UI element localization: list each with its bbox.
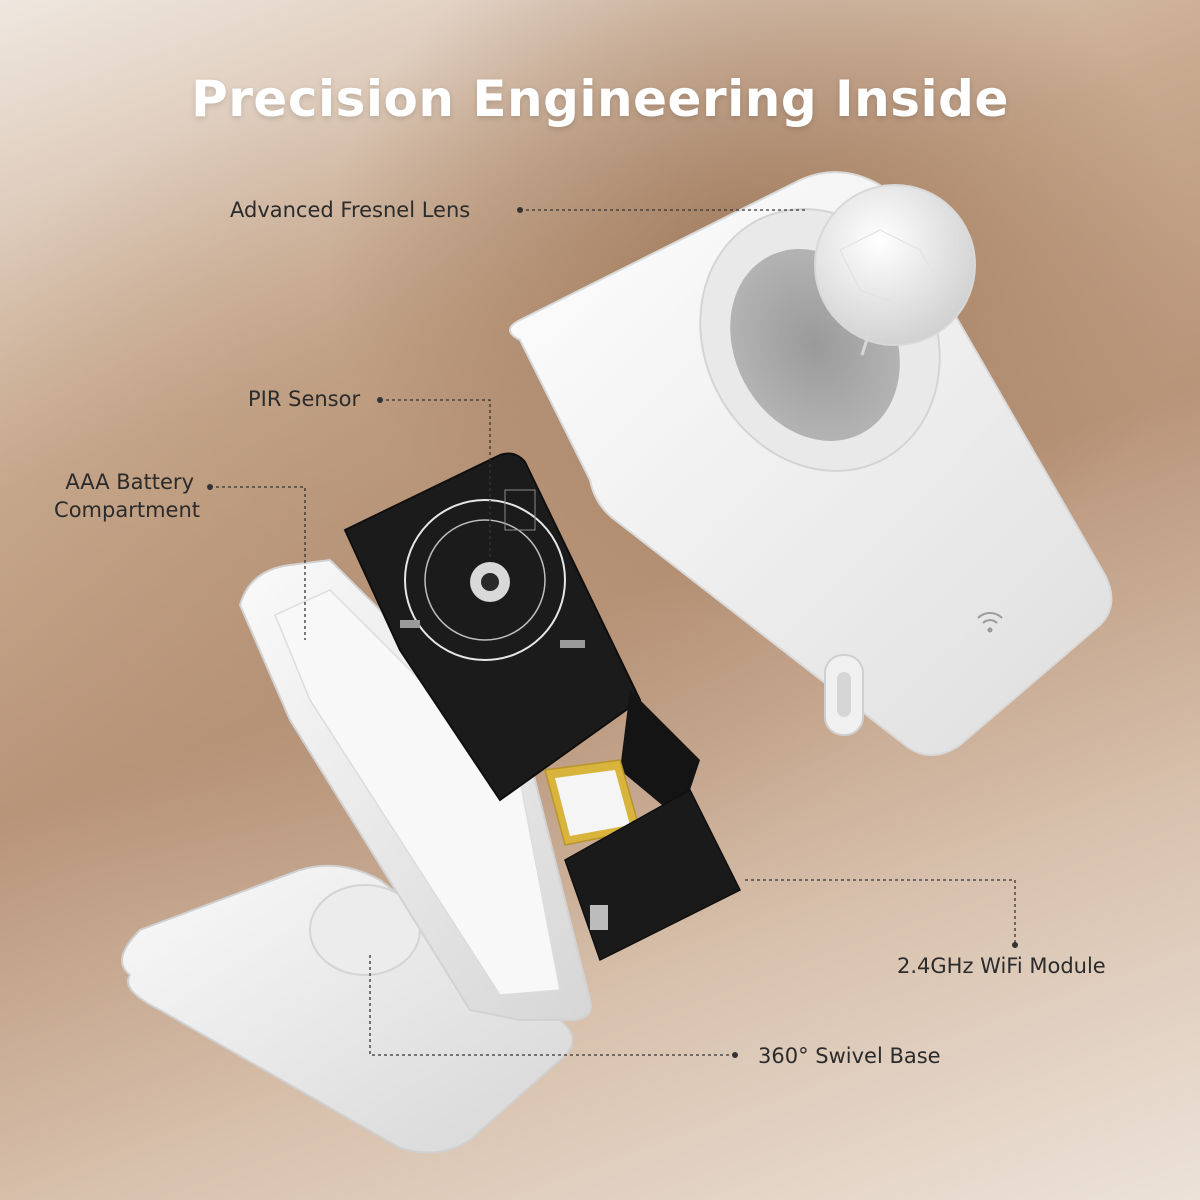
callout-dot-swivel [732, 1052, 738, 1058]
swivel-base [121, 864, 574, 1154]
label-battery-line1: AAA Battery [65, 470, 194, 494]
label-pir-sensor: PIR Sensor [248, 387, 361, 411]
callout-dot-battery [207, 484, 213, 490]
wifi-icon [977, 612, 1003, 633]
callout-wifi-module [745, 879, 1016, 945]
label-battery-compartment: AAA Battery Compartment [0, 468, 200, 524]
callout-pir-sensor [380, 399, 491, 560]
wifi-module [544, 759, 742, 962]
label-swivel-base: 360° Swivel Base [758, 1044, 941, 1068]
callout-dot-wifi [1012, 942, 1018, 948]
pir-circuit-board [343, 452, 700, 820]
callout-dot-pir [377, 397, 383, 403]
callout-battery [210, 486, 306, 640]
callout-dots [207, 207, 1018, 1058]
battery-compartment [238, 558, 592, 1021]
callout-dot-fresnel [517, 207, 523, 213]
label-battery-line2: Compartment [54, 498, 200, 522]
fresnel-lens [814, 184, 976, 356]
label-fresnel-lens: Advanced Fresnel Lens [230, 198, 471, 222]
label-wifi-module: 2.4GHz WiFi Module [897, 954, 1106, 978]
page-title: Precision Engineering Inside [191, 70, 1009, 128]
callout-swivel-base [369, 955, 735, 1056]
callout-lines [210, 209, 1016, 1056]
